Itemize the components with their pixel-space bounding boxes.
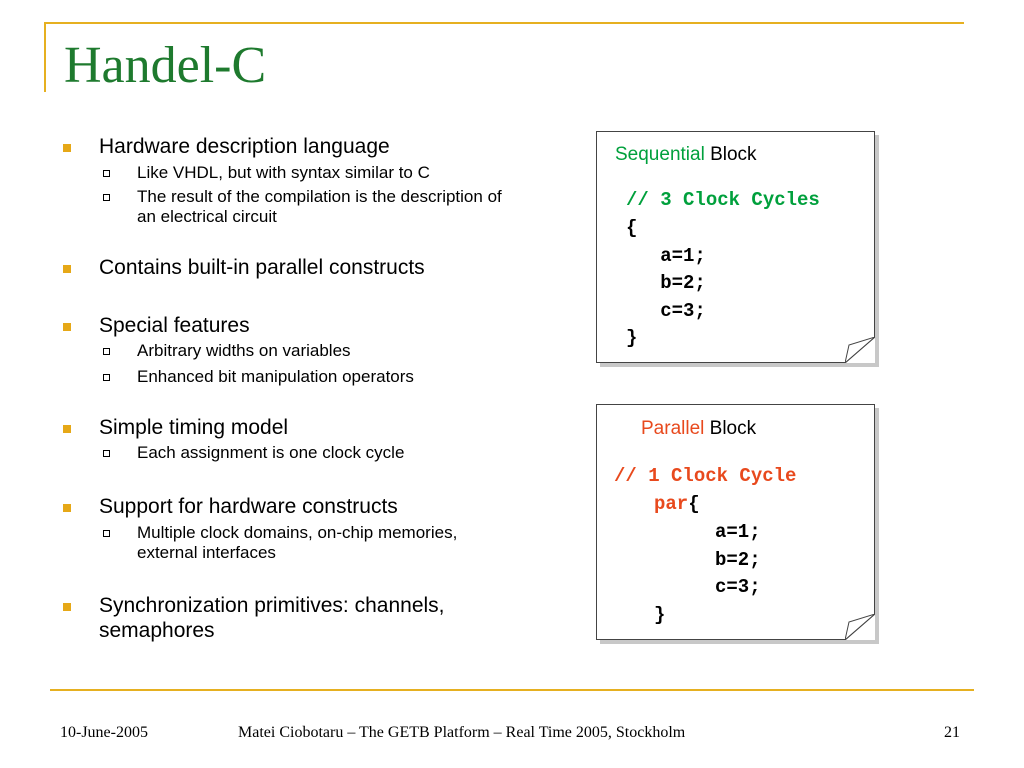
par-line: par{ [654, 493, 700, 515]
parallel-close-brace: } [654, 604, 666, 626]
frame-top-line [44, 22, 964, 24]
frame-left-line [44, 22, 46, 92]
code-line: c=3; [715, 576, 761, 598]
page-curl-icon [845, 337, 875, 363]
bullet-item: Special features [62, 313, 542, 338]
sequential-comment: // 3 Clock Cycles [626, 189, 820, 211]
square-bullet-icon [103, 194, 110, 201]
code-line: a=1; [715, 521, 761, 543]
bullet-list: Hardware description language Like VHDL,… [62, 134, 542, 643]
square-bullet-icon [103, 450, 110, 457]
bullet-item: Contains built-in parallel constructs [62, 255, 542, 280]
parallel-comment: // 1 Clock Cycle [614, 465, 797, 487]
parallel-block-card: Parallel Block // 1 Clock Cycle par{ a=1… [596, 404, 875, 640]
bullet-item: Support for hardware constructs [62, 494, 542, 519]
footer-presentation-info: Matei Ciobotaru – The GETB Platform – Re… [238, 724, 686, 741]
bullet-item: Synchronization primitives: channels, se… [62, 593, 519, 643]
code-line: a=1; [626, 244, 706, 267]
sequential-block-title: Sequential Block [615, 144, 757, 165]
sequential-code: { a=1; b=2; c=3;} [626, 215, 706, 353]
page-curl-icon [845, 614, 875, 640]
sub-bullet-item: Like VHDL, but with syntax similar to C [62, 163, 542, 183]
code-line: { [626, 217, 638, 239]
parallel-code: a=1; b=2; c=3; [715, 519, 761, 602]
square-bullet-icon [103, 348, 110, 355]
square-bullet-icon [103, 374, 110, 381]
sub-bullet-item: Multiple clock domains, on-chip memories… [62, 523, 477, 563]
code-line: b=2; [626, 272, 706, 294]
code-line: b=2; [715, 548, 761, 571]
slide-title: Handel-C [64, 37, 267, 94]
sub-bullet-item: Arbitrary widths on variables [62, 341, 542, 361]
footer-date: 10-June-2005 [60, 724, 148, 741]
code-line: c=3; [626, 299, 706, 322]
footer-page-number: 21 [944, 724, 960, 741]
square-bullet-icon [103, 170, 110, 177]
parallel-block-title: Parallel Block [641, 418, 757, 439]
sequential-block-card: Sequential Block // 3 Clock Cycles { a=1… [596, 131, 875, 363]
code-line: } [626, 327, 638, 349]
sub-bullet-item: Each assignment is one clock cycle [62, 443, 542, 463]
bullet-item: Hardware description language [62, 134, 542, 159]
sub-bullet-item: The result of the compilation is the des… [62, 187, 517, 227]
sub-bullet-item: Enhanced bit manipulation operators [62, 367, 542, 387]
square-bullet-icon [103, 530, 110, 537]
bullet-item: Simple timing model [62, 415, 542, 440]
footer-divider [50, 689, 974, 691]
